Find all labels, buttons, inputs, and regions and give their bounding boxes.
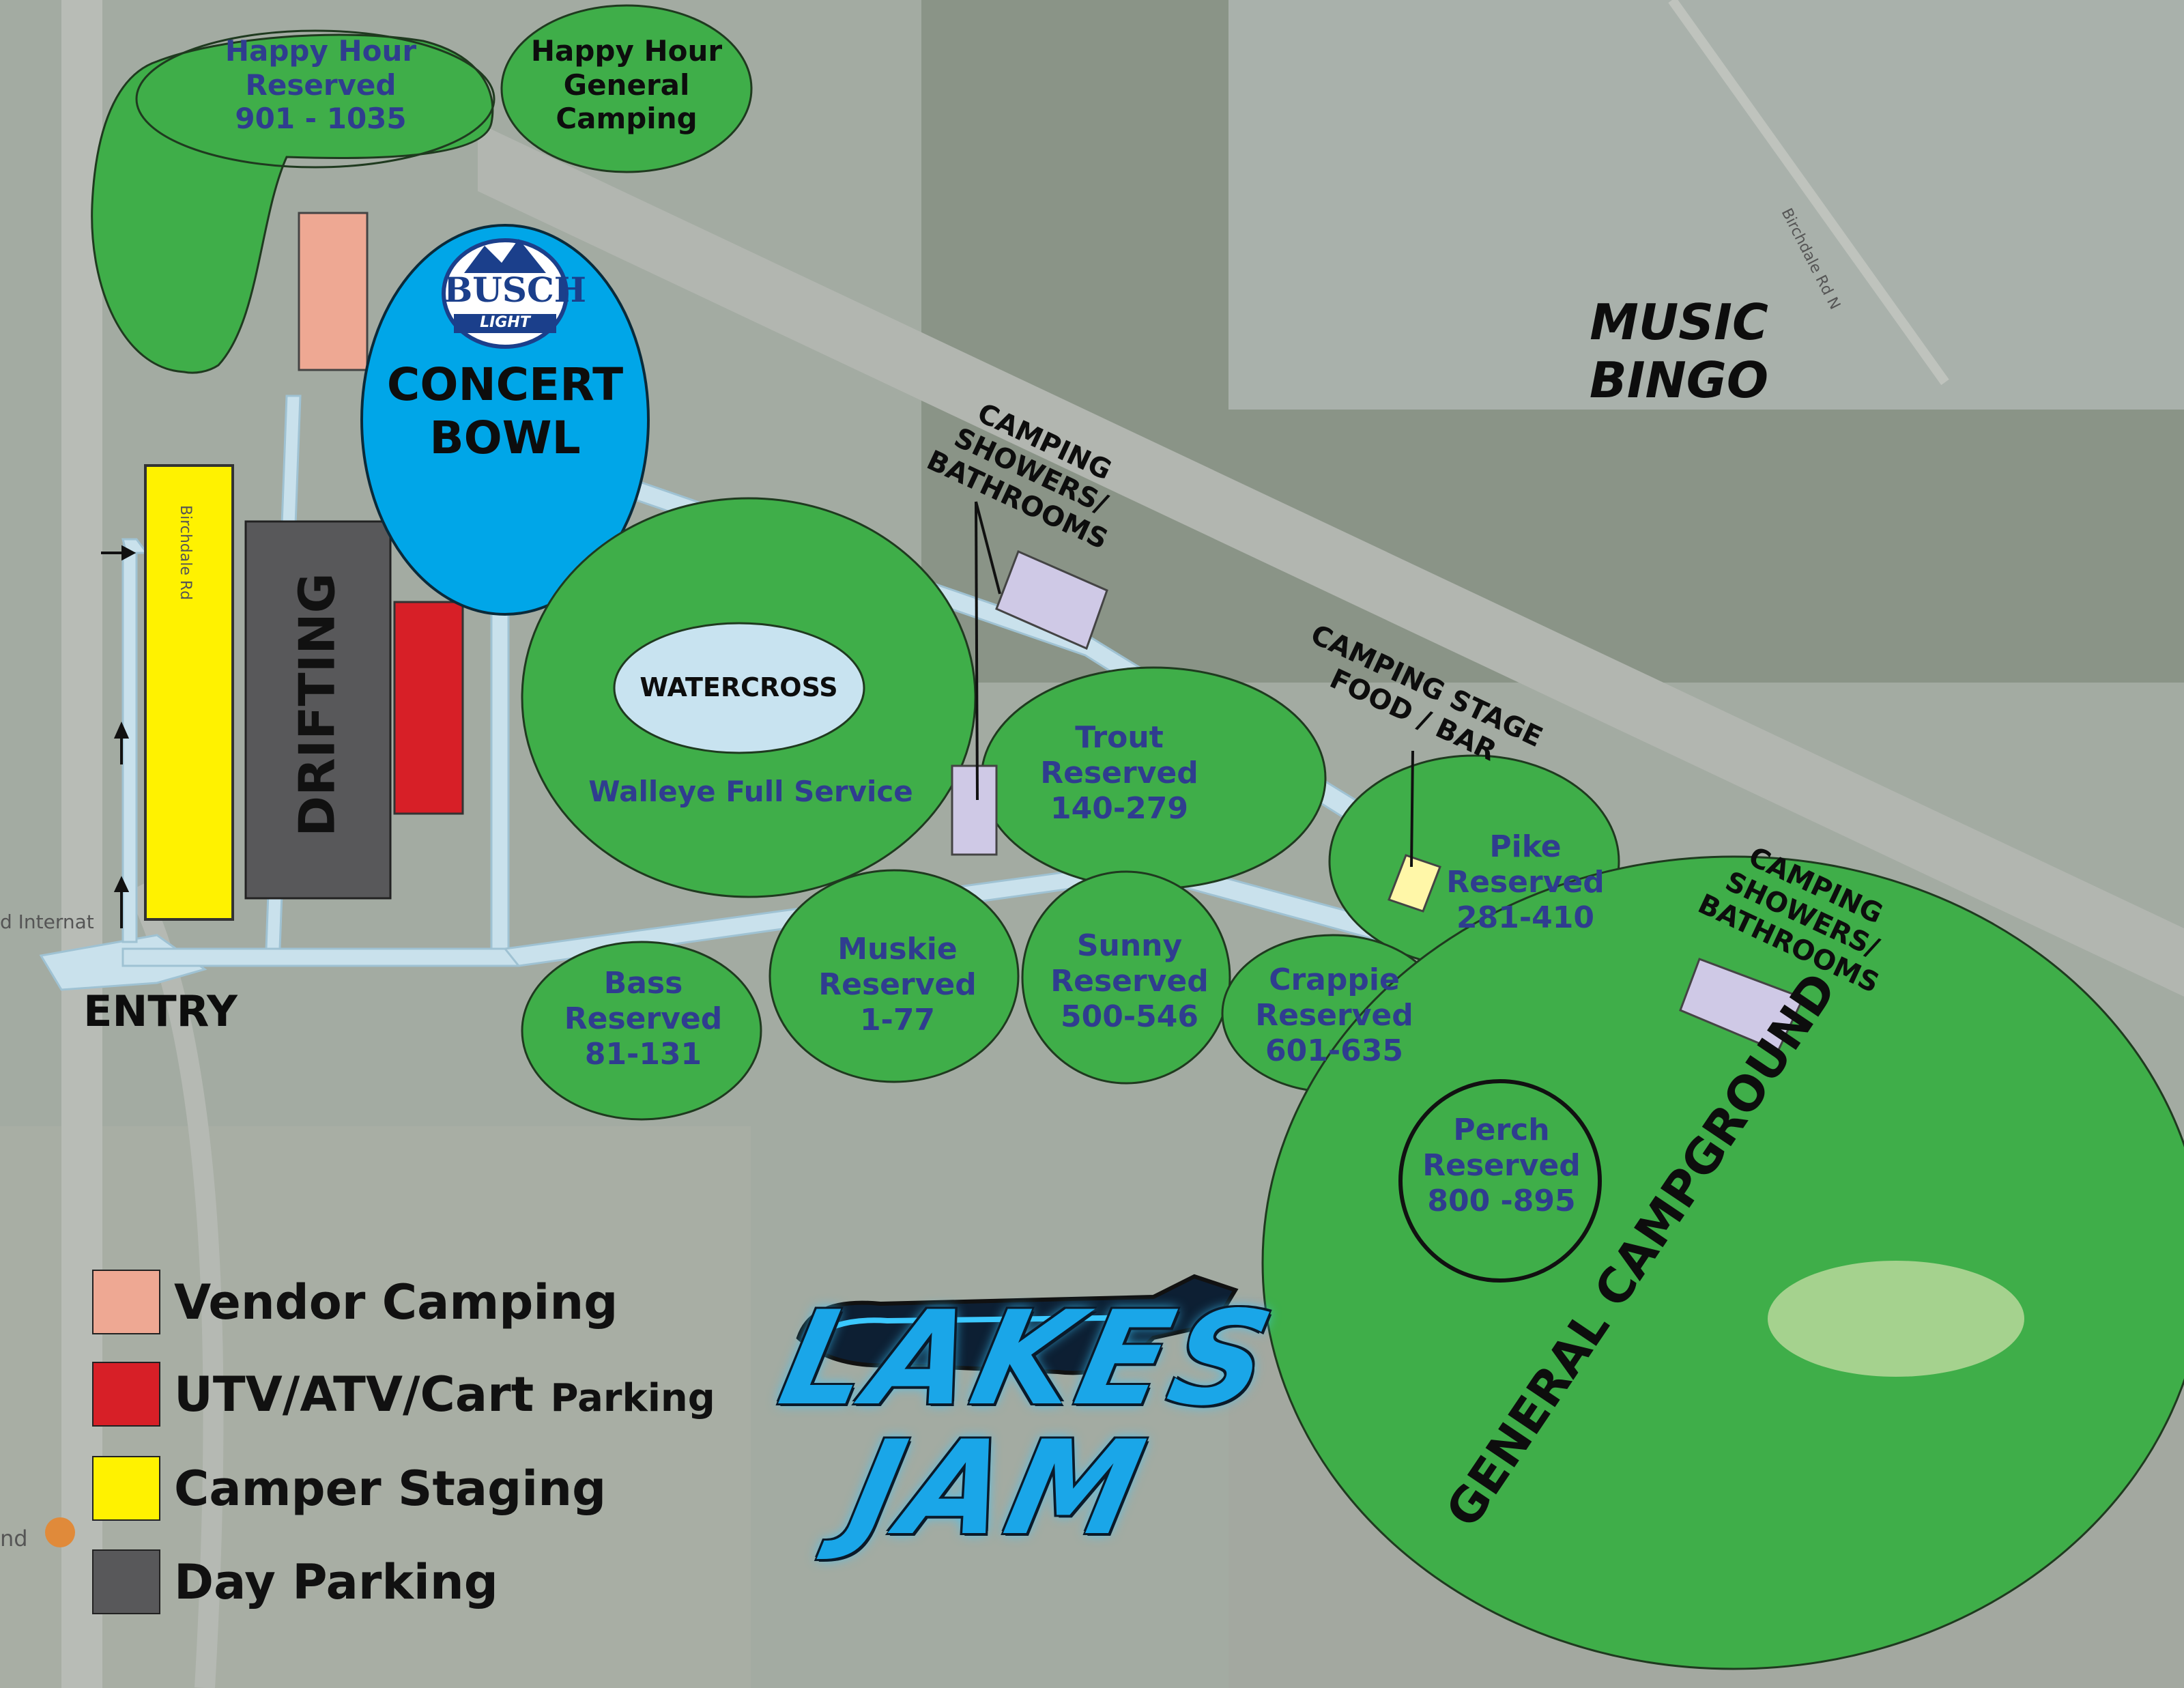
drifting-label: DRIFTING: [288, 573, 346, 837]
trout-label: Trout Reserved 140-279: [1040, 720, 1198, 826]
general-campground-zone: [1261, 855, 2184, 1670]
happy-hour-reserved-label: Happy Hour Reserved 901 - 1035: [225, 34, 417, 136]
entry-arrows: [101, 545, 136, 928]
legend-label-day: Day Parking: [174, 1554, 498, 1610]
camper-staging-area: [144, 464, 234, 921]
camping-stage-building: [1388, 854, 1441, 913]
sunny-zone: [1021, 870, 1231, 1085]
leader-lines: [975, 501, 1414, 868]
day-parking-area: [244, 520, 392, 900]
legend-label-vendor: Vendor Camping: [174, 1274, 618, 1330]
road-label-international: d Internat: [0, 911, 94, 933]
sunny-label: Sunny Reserved 500-546: [1050, 928, 1209, 1034]
place-label-nd: nd: [0, 1526, 28, 1551]
showers-building-3: [1679, 958, 1805, 1053]
restaurant-pin-icon: [45, 1517, 75, 1547]
showers-building-2: [951, 764, 998, 856]
busch-logo-text: BUSCH: [444, 270, 587, 310]
crappie-label: Crappie Reserved 601-635: [1255, 962, 1413, 1068]
watercross-label: WATERCROSS: [640, 672, 838, 702]
utv-parking-area: [393, 601, 464, 815]
concert-bowl-zone: [360, 224, 650, 616]
bass-label: Bass Reserved 81-131: [564, 966, 723, 1072]
happy-hour-reserved-zone: [91, 33, 494, 374]
logo-jam-text: JAM: [837, 1413, 1160, 1564]
busch-light-logo: [442, 238, 569, 349]
pike-label: Pike Reserved 281-410: [1446, 829, 1605, 935]
perch-label: Perch Reserved 800 -895: [1422, 1113, 1581, 1218]
legend-swatch-utv: [92, 1362, 160, 1427]
legend-swatch-camper: [92, 1456, 160, 1521]
clearing: [1768, 1261, 2024, 1377]
legend-label-camper: Camper Staging: [174, 1460, 607, 1517]
concert-bowl-label: CONCERT BOWL: [386, 358, 624, 464]
muskie-label: Muskie Reserved 1-77: [818, 932, 977, 1038]
legend-item-camper-staging: Camper Staging: [92, 1456, 606, 1521]
watercross-zone: [613, 622, 865, 754]
vendor-camping-area: [298, 212, 369, 371]
legend-item-utv-parking: UTV/ATV/Cart Parking: [92, 1362, 715, 1427]
legend-swatch-vendor: [92, 1270, 160, 1334]
legend-label-utv: UTV/ATV/Cart Parking: [174, 1366, 715, 1422]
showers-building-1: [995, 549, 1108, 650]
entry-label: ENTRY: [83, 986, 238, 1036]
happy-hour-general-label: Happy Hour General Camping: [530, 34, 723, 136]
muskie-zone: [768, 869, 1020, 1083]
legend-swatch-day: [92, 1549, 160, 1614]
road-label-birchdale: Birchdale Rd: [177, 505, 194, 600]
legend-item-vendor-camping: Vendor Camping: [92, 1270, 618, 1334]
busch-light-text: LIGHT: [480, 314, 530, 331]
guitar-logo-icon: [796, 1274, 1239, 1375]
perch-zone: [1398, 1079, 1602, 1283]
music-bingo-label: MUSIC BINGO: [1589, 294, 1769, 409]
legend-item-day-parking: Day Parking: [92, 1549, 498, 1614]
walleye-label: Walleye Full Service: [588, 775, 913, 808]
bass-zone: [521, 941, 762, 1121]
happy-hour-general-zone: [500, 4, 753, 173]
logo-lakes-text: LAKES: [768, 1283, 1287, 1434]
